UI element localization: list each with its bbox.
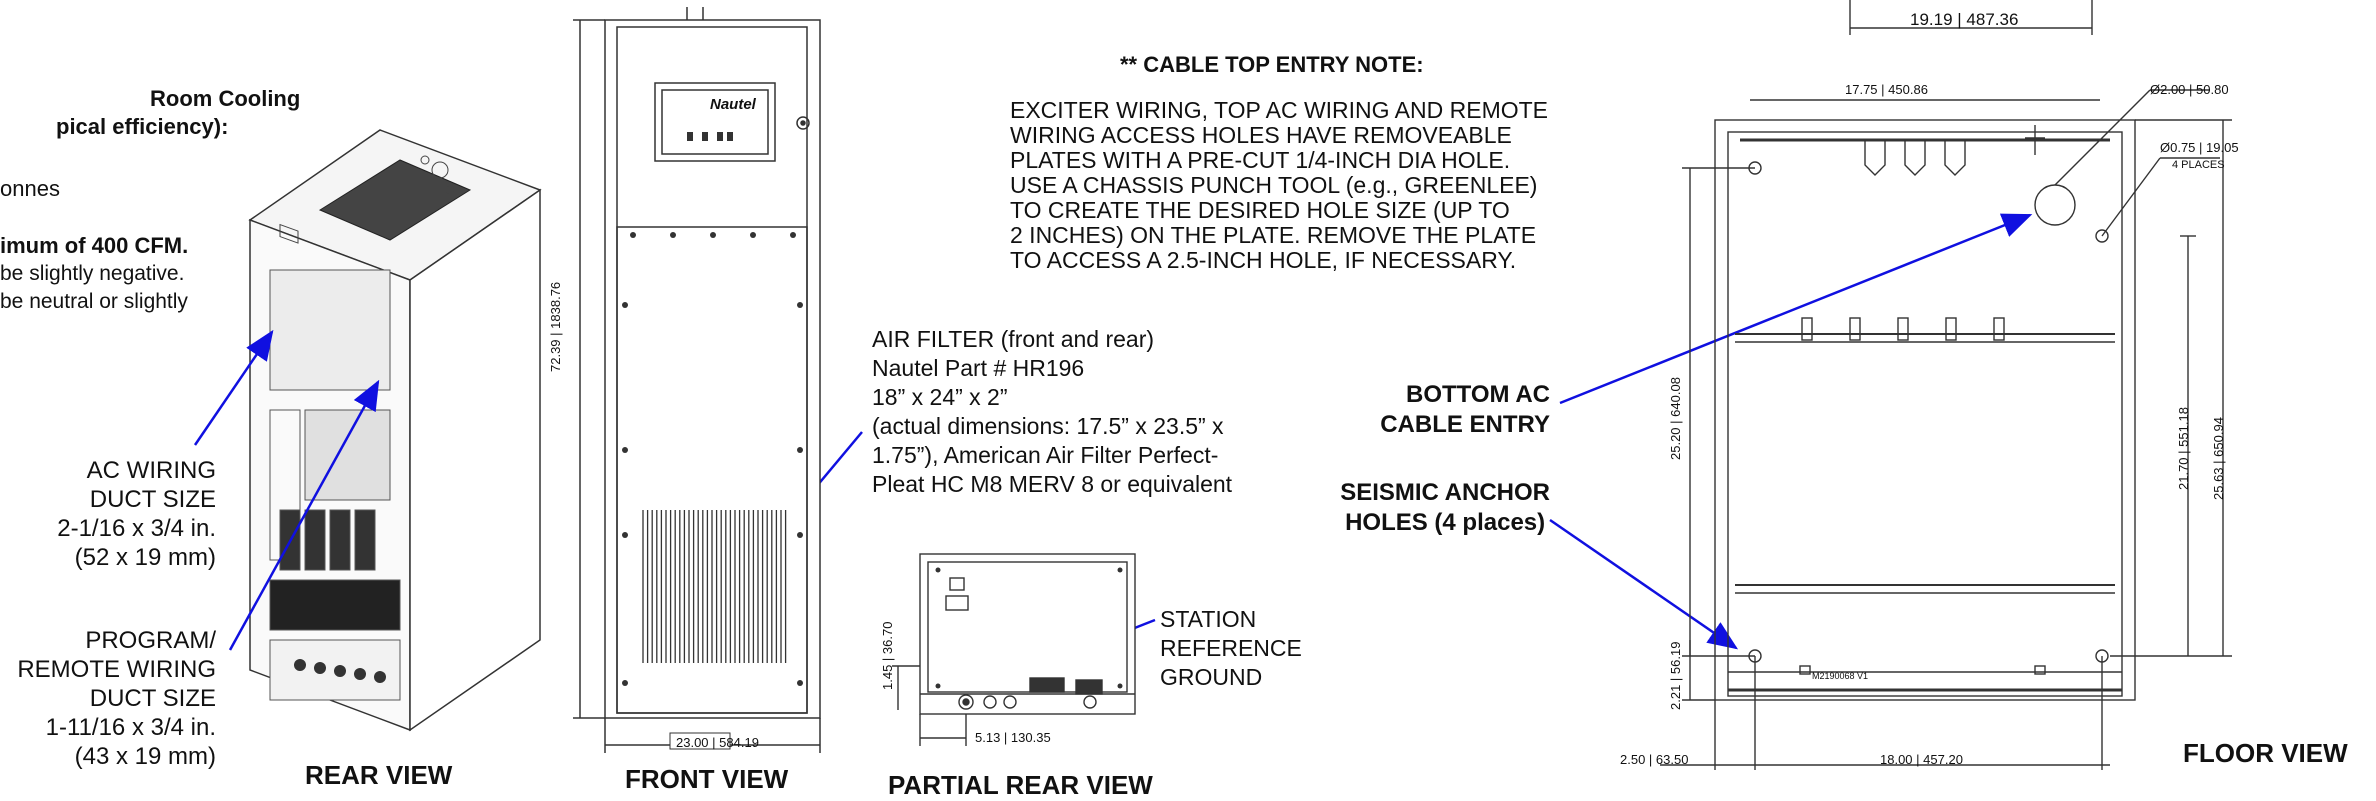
front-view-title: FRONT VIEW xyxy=(625,764,789,794)
station-ground-label: STATION REFERENCE GROUND xyxy=(1160,606,1302,690)
floor-right-b-dim: 25.63 | 650.94 xyxy=(2211,417,2226,500)
cooling-line3: onnes xyxy=(0,176,60,201)
floor-bottom-left-dim: 2.21 | 56.19 xyxy=(1668,641,1683,710)
bottom-ac-label: BOTTOM AC CABLE ENTRY xyxy=(1380,381,1550,438)
floor-right-a-dim: 21.70 | 551.18 xyxy=(2176,407,2191,490)
front-width-dim: 23.00 | 584.19 xyxy=(676,735,759,750)
rear-view-drawing xyxy=(248,129,542,732)
program-wiring-label: PROGRAM/ REMOTE WIRING DUCT SIZE 1-11/16… xyxy=(17,627,216,770)
air-filter-note: AIR FILTER (front and rear) Nautel Part … xyxy=(872,326,1233,497)
cooling-heading-line1: Room Cooling xyxy=(150,86,301,111)
program-wiring-arrow xyxy=(228,379,380,651)
partial-rear-drawing xyxy=(892,553,1136,746)
floor-hole-large-dim: Ø2.00 | 50.80 xyxy=(2150,82,2229,97)
cooling-line5: be slightly negative. xyxy=(0,262,185,285)
cooling-line4: imum of 400 CFM. xyxy=(0,233,189,258)
floor-hole-small-dim: Ø0.75 | 19.05 xyxy=(2160,140,2239,155)
rear-view-title: REAR VIEW xyxy=(305,760,453,790)
floor-top-outer-dim: 19.19 | 487.36 xyxy=(1910,10,2019,29)
floor-top-inner-dim: 17.75 | 450.86 xyxy=(1845,82,1928,97)
ac-wiring-label: AC WIRING DUCT SIZE 2-1/16 x 3/4 in. (52… xyxy=(57,457,216,571)
floor-view-title: FLOOR VIEW xyxy=(2183,738,2348,768)
cable-note-body: EXCITER WIRING, TOP AC WIRING AND REMOTE… xyxy=(1010,97,1549,273)
floor-span-dim: 18.00 | 457.20 xyxy=(1880,752,1963,767)
front-height-dim: 72.39 | 1838.76 xyxy=(548,281,563,372)
partial-height-dim: 1.45 | 36.70 xyxy=(880,621,895,690)
floor-left-depth-dim: 25.20 | 640.08 xyxy=(1668,377,1683,460)
bottom-ac-arrow xyxy=(1559,213,2033,405)
partial-width-dim: 5.13 | 130.35 xyxy=(975,730,1051,745)
floor-part-label: M2190068 V1 xyxy=(1812,671,1869,681)
nautel-logo: Nautel xyxy=(710,96,756,113)
cooling-line6: be neutral or slightly xyxy=(0,290,188,313)
seismic-label: SEISMIC ANCHOR HOLES (4 places) xyxy=(1340,479,1550,536)
floor-view-drawing xyxy=(1660,0,2232,770)
ac-wiring-arrow xyxy=(193,329,274,446)
floor-places-note: 4 PLACES xyxy=(2172,159,2225,171)
front-view-drawing xyxy=(573,7,821,753)
floor-offset-dim: 2.50 | 63.50 xyxy=(1620,752,1689,767)
cooling-heading-line2: pical efficiency): xyxy=(56,114,229,139)
partial-rear-title: PARTIAL REAR VIEW xyxy=(888,770,1153,800)
cable-note-heading: ** CABLE TOP ENTRY NOTE: xyxy=(1120,52,1424,77)
seismic-arrow xyxy=(1549,518,1739,650)
